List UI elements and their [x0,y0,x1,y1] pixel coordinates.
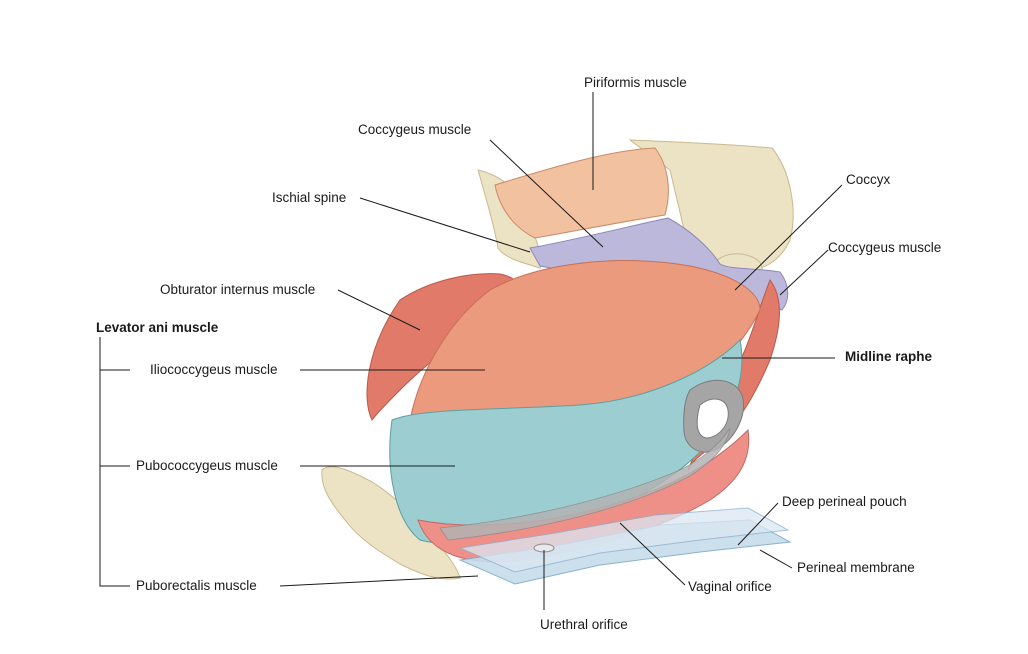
levator-ani-bracket [99,337,130,587]
label-coccygeus-left: Coccygeus muscle [358,122,472,137]
leader-ischial-spine [359,197,531,253]
label-obturator-internus: Obturator internus muscle [160,282,316,297]
label-midline-raphe: Midline raphe [845,349,933,364]
label-ischial-spine: Ischial spine [272,190,347,205]
label-levator-ani: Levator ani muscle [96,320,219,335]
vaginal-opening [696,398,729,439]
leader-coccygeus-left [489,139,604,248]
label-deep-perineal-pouch: Deep perineal pouch [782,494,907,509]
leader-coccyx [734,184,843,291]
leader-deep-perineal-pouch [737,502,779,546]
leader-obturator [337,289,421,331]
deep-perineal-pouch-plate [458,507,790,573]
leader-puborectalis [279,575,479,587]
label-puborectalis: Puborectalis muscle [136,578,257,593]
leader-coccygeus-right [779,249,829,296]
leader-vaginal-orifice [619,522,686,586]
label-iliococcygeus: Iliococcygeus muscle [150,362,278,377]
piriformis-shape [494,147,669,239]
pubic-bone [321,466,461,580]
leader-perineal-membrane [759,549,793,569]
label-coccygeus-right: Coccygeus muscle [828,240,942,255]
leader-lines [99,92,843,610]
label-perineal-membrane: Perineal membrane [797,560,915,575]
inner-ridge [439,427,731,541]
label-piriformis: Piriformis muscle [584,75,687,90]
label-pubococcygeus: Pubococcygeus muscle [136,458,278,473]
label-vaginal-orifice: Vaginal orifice [688,579,772,594]
label-urethral-orifice: Urethral orifice [540,617,628,632]
label-coccyx: Coccyx [846,172,891,187]
